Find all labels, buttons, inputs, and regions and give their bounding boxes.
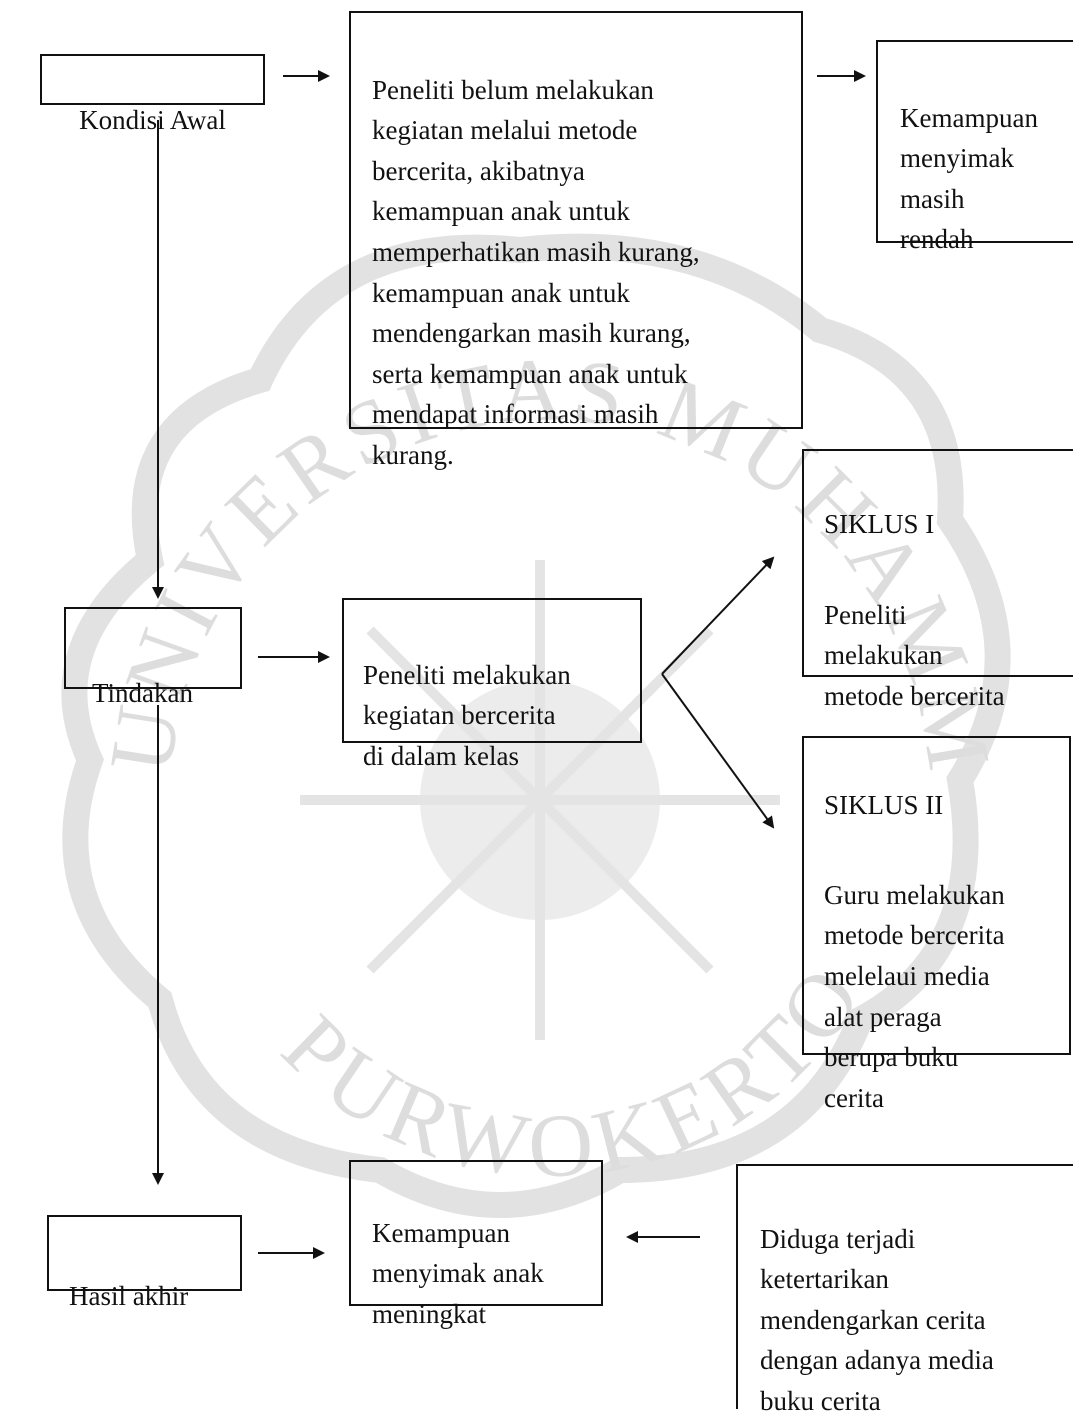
kondisi-awal-box: Kondisi Awal [40, 54, 265, 135]
arrow-to-siklus2 [661, 673, 775, 829]
kondisi-awal-label: Kondisi Awal [79, 104, 226, 135]
tindakan-label: Tindakan [92, 677, 194, 708]
hasil-akhir-box: Hasil akhir [47, 1215, 242, 1311]
dugaan-box: Diduga terjadi ketertarikan mendengarkan… [736, 1164, 1073, 1416]
kondisi-awal-desc-box: Peneliti belum melakukan kegiatan melalu… [349, 11, 803, 470]
tindakan-desc-box: Peneliti melakukan kegiatan bercerita di… [342, 598, 642, 771]
siklus1-box: SIKLUS I Peneliti melakukan metode berce… [802, 449, 1073, 711]
siklus1-desc: Peneliti melakukan metode bercerita [824, 599, 1005, 711]
tindakan-box: Tindakan [64, 607, 242, 708]
kondisi-awal-result-box: Kemampuan menyimak masih rendah [876, 40, 1073, 254]
hasil-akhir-desc-box: Kemampuan menyimak anak meningkat [349, 1160, 603, 1329]
hasil-akhir-label: Hasil akhir [69, 1280, 189, 1311]
siklus2-box: SIKLUS II Guru melakukan metode bercerit… [802, 736, 1071, 1113]
arrow-to-siklus1 [661, 556, 775, 675]
siklus2-title: SIKLUS II [824, 789, 944, 820]
dugaan-text: Diduga terjadi ketertarikan mendengarkan… [760, 1223, 994, 1416]
tindakan-desc-text: Peneliti melakukan kegiatan bercerita di… [363, 659, 571, 771]
siklus2-desc: Guru melakukan metode bercerita melelaui… [824, 879, 1005, 1113]
kondisi-awal-desc-text: Peneliti belum melakukan kegiatan melalu… [372, 74, 700, 470]
kondisi-awal-result-text: Kemampuan menyimak masih rendah [900, 102, 1038, 255]
hasil-akhir-desc-text: Kemampuan menyimak anak meningkat [372, 1217, 544, 1329]
siklus1-title: SIKLUS I [824, 508, 935, 539]
